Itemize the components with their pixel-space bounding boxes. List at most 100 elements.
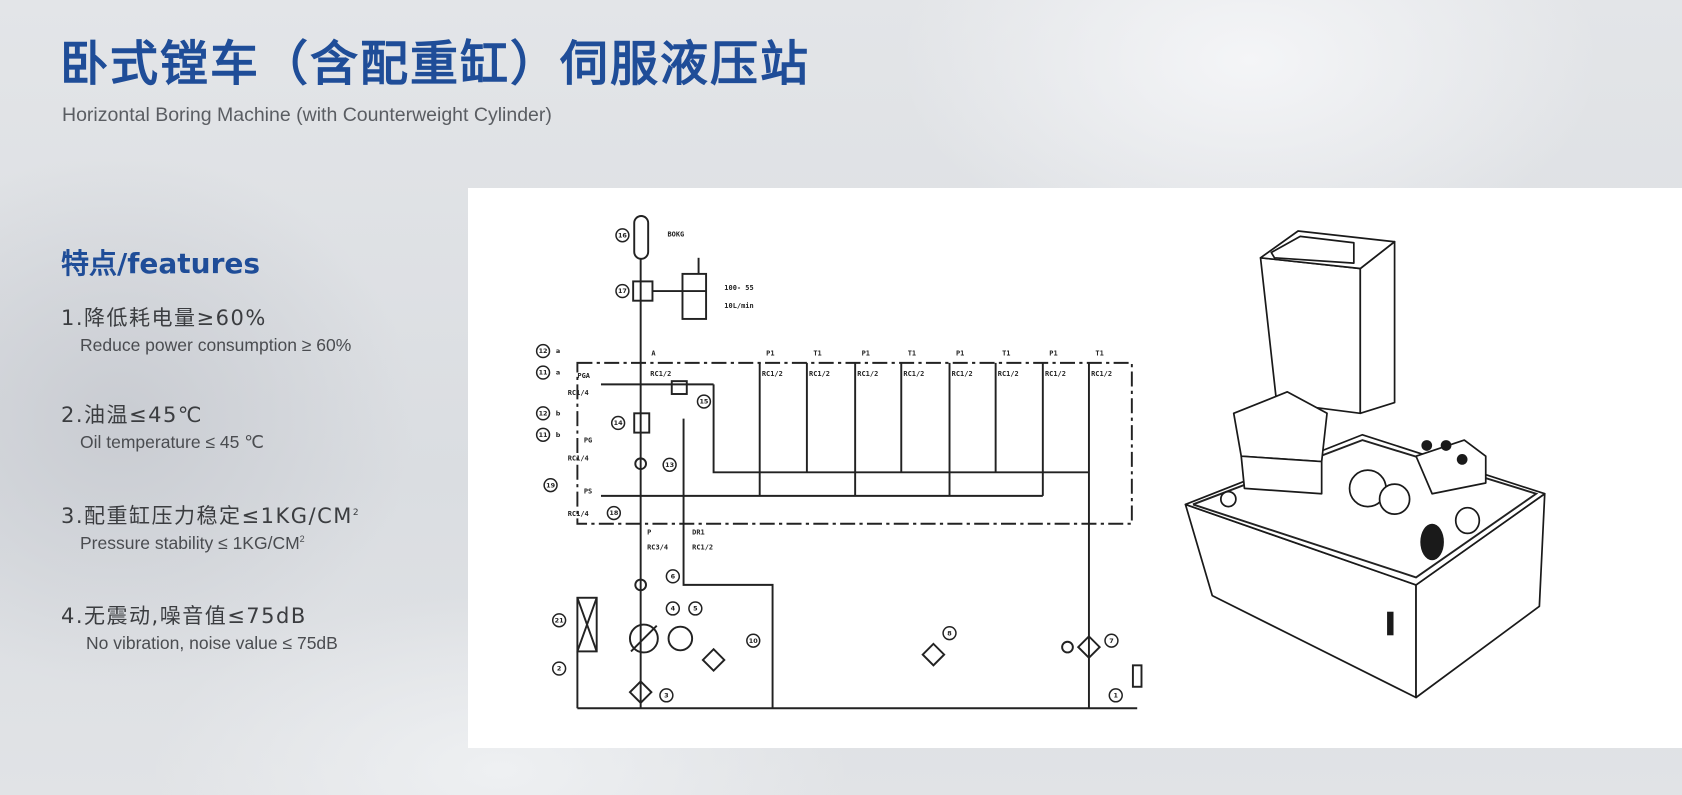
filter-icon: [701, 647, 726, 673]
svg-text:13: 13: [665, 461, 674, 469]
page-subtitle: Horizontal Boring Machine (with Counterw…: [62, 104, 552, 126]
feature-item: 3.配重缸压力稳定≤1KG/CM2 Pressure stability ≤ 1…: [61, 502, 360, 554]
svg-text:12: 12: [539, 347, 548, 355]
svg-text:PG: PG: [584, 436, 592, 444]
accumulator-label: BOKG: [667, 230, 684, 238]
svg-text:b: b: [556, 409, 561, 417]
svg-text:5: 5: [693, 605, 698, 613]
flow-label: 10L/min: [724, 302, 753, 310]
svg-text:RC1/4: RC1/4: [568, 389, 589, 397]
svg-text:RC1/4: RC1/4: [568, 510, 589, 518]
gauge-port-labels: PGA RC1/4 PG RC1/4 PS RC1/4: [568, 372, 592, 518]
feature-en: No vibration, noise value ≤ 75dB: [86, 633, 338, 653]
cabinet-side: [1359, 240, 1396, 415]
svg-text:P: P: [647, 528, 651, 536]
svg-text:10: 10: [749, 637, 758, 645]
valve-14: [633, 412, 651, 434]
valve-15: [670, 380, 688, 395]
svg-text:8: 8: [947, 629, 952, 637]
port-size: RC1/2: [903, 370, 924, 378]
feature-zh: 4.无震动,噪音值≤75dB: [61, 604, 307, 628]
svg-text:b: b: [556, 431, 561, 439]
svg-text:12: 12: [539, 409, 548, 417]
svg-text:7: 7: [1109, 637, 1113, 645]
feature-item: 1.降低耗电量≥60% Reduce power consumption ≥ 6…: [61, 304, 351, 356]
svg-text:RC3/4: RC3/4: [647, 544, 668, 552]
svg-text:14: 14: [614, 419, 623, 427]
hydraulic-station-illustration: [1184, 230, 1546, 699]
port-size: RC1/2: [1091, 370, 1112, 378]
svg-text:RC1/4: RC1/4: [568, 454, 589, 462]
valve-block: [1415, 439, 1487, 495]
port-name: P1: [766, 349, 774, 357]
filler-cap: [1219, 490, 1237, 508]
motor-icon: [667, 625, 694, 652]
svg-text:a: a: [556, 369, 560, 377]
port-name: P1: [1049, 349, 1057, 357]
port-size: RC1/2: [762, 370, 783, 378]
port-size: RC1/2: [809, 370, 830, 378]
suction-filter-icon: [628, 680, 653, 705]
return-filter-icon: [1076, 635, 1102, 660]
svg-text:18: 18: [609, 509, 618, 517]
heater-icon: [576, 596, 598, 653]
svg-text:6: 6: [671, 572, 676, 580]
motor-box: [1232, 390, 1328, 463]
svg-text:11: 11: [539, 369, 548, 377]
svg-text:4: 4: [671, 605, 676, 613]
svg-text:PS: PS: [584, 488, 592, 496]
feature-item: 4.无震动,噪音值≤75dB No vibration, noise value…: [61, 602, 338, 654]
svg-text:DR1: DR1: [692, 528, 705, 536]
port-size: RC1/2: [1045, 370, 1066, 378]
page-title: 卧式镗车（含配重缸）伺服液压站: [60, 36, 811, 92]
port-size: RC1/2: [857, 370, 878, 378]
port-name: T1: [813, 349, 821, 357]
port-name: T1: [1095, 349, 1103, 357]
svg-text:15: 15: [699, 398, 708, 406]
port-name: P1: [862, 349, 870, 357]
callouts: 16 17 12 a 11 a 12 b 11 b 19 14 15 13 18 6 4…: [535, 228, 1123, 703]
feature-zh: 2.油温≤45℃: [61, 403, 203, 427]
pump-icon: [628, 623, 659, 654]
svg-text:16: 16: [618, 231, 627, 239]
cooler-fan: [1420, 523, 1444, 561]
feature-item: 2.油温≤45℃ Oil temperature ≤ 45 ℃: [61, 401, 264, 453]
cylinder-spec: 100- 55: [724, 284, 753, 292]
port-name: T1: [1002, 349, 1010, 357]
svg-text:21: 21: [555, 616, 564, 624]
air-breather-icon: [921, 642, 946, 667]
superscript: 2: [352, 508, 361, 518]
port-name: P1: [956, 349, 964, 357]
svg-text:a: a: [556, 347, 560, 355]
level-gauge-icon: [1131, 664, 1143, 688]
svg-text:11: 11: [539, 431, 548, 439]
svg-text:PGA: PGA: [577, 372, 590, 380]
port-name: T1: [908, 349, 916, 357]
svg-text:19: 19: [546, 481, 555, 489]
svg-text:RC1/2: RC1/2: [692, 544, 713, 552]
port-size: RC1/2: [952, 370, 973, 378]
cabinet-front: [1259, 256, 1362, 415]
svg-text:17: 17: [618, 287, 627, 295]
superscript: 2: [299, 534, 305, 545]
feature-en: Reduce power consumption ≥ 60%: [80, 335, 352, 355]
port-size: RC1/2: [650, 370, 671, 378]
accumulator-icon: [633, 215, 650, 260]
features-heading: 特点/features: [61, 247, 261, 280]
feature-zh: 1.降低耗电量≥60%: [61, 306, 267, 330]
check-valve-icon: [634, 457, 647, 471]
check-valve-icon: [634, 578, 647, 592]
schematic-lines: [576, 215, 1143, 710]
feature-en: Pressure stability ≤ 1KG/CM: [80, 533, 300, 553]
port-size: RC1/2: [998, 370, 1019, 378]
valve-17: [632, 280, 654, 302]
svg-text:2: 2: [557, 665, 561, 673]
feature-en: Oil temperature ≤ 45 ℃: [80, 432, 264, 452]
port-name: A: [651, 349, 656, 357]
cylinder-icon: [681, 272, 708, 320]
feature-zh: 3.配重缸压力稳定≤1KG/CM: [61, 504, 353, 528]
